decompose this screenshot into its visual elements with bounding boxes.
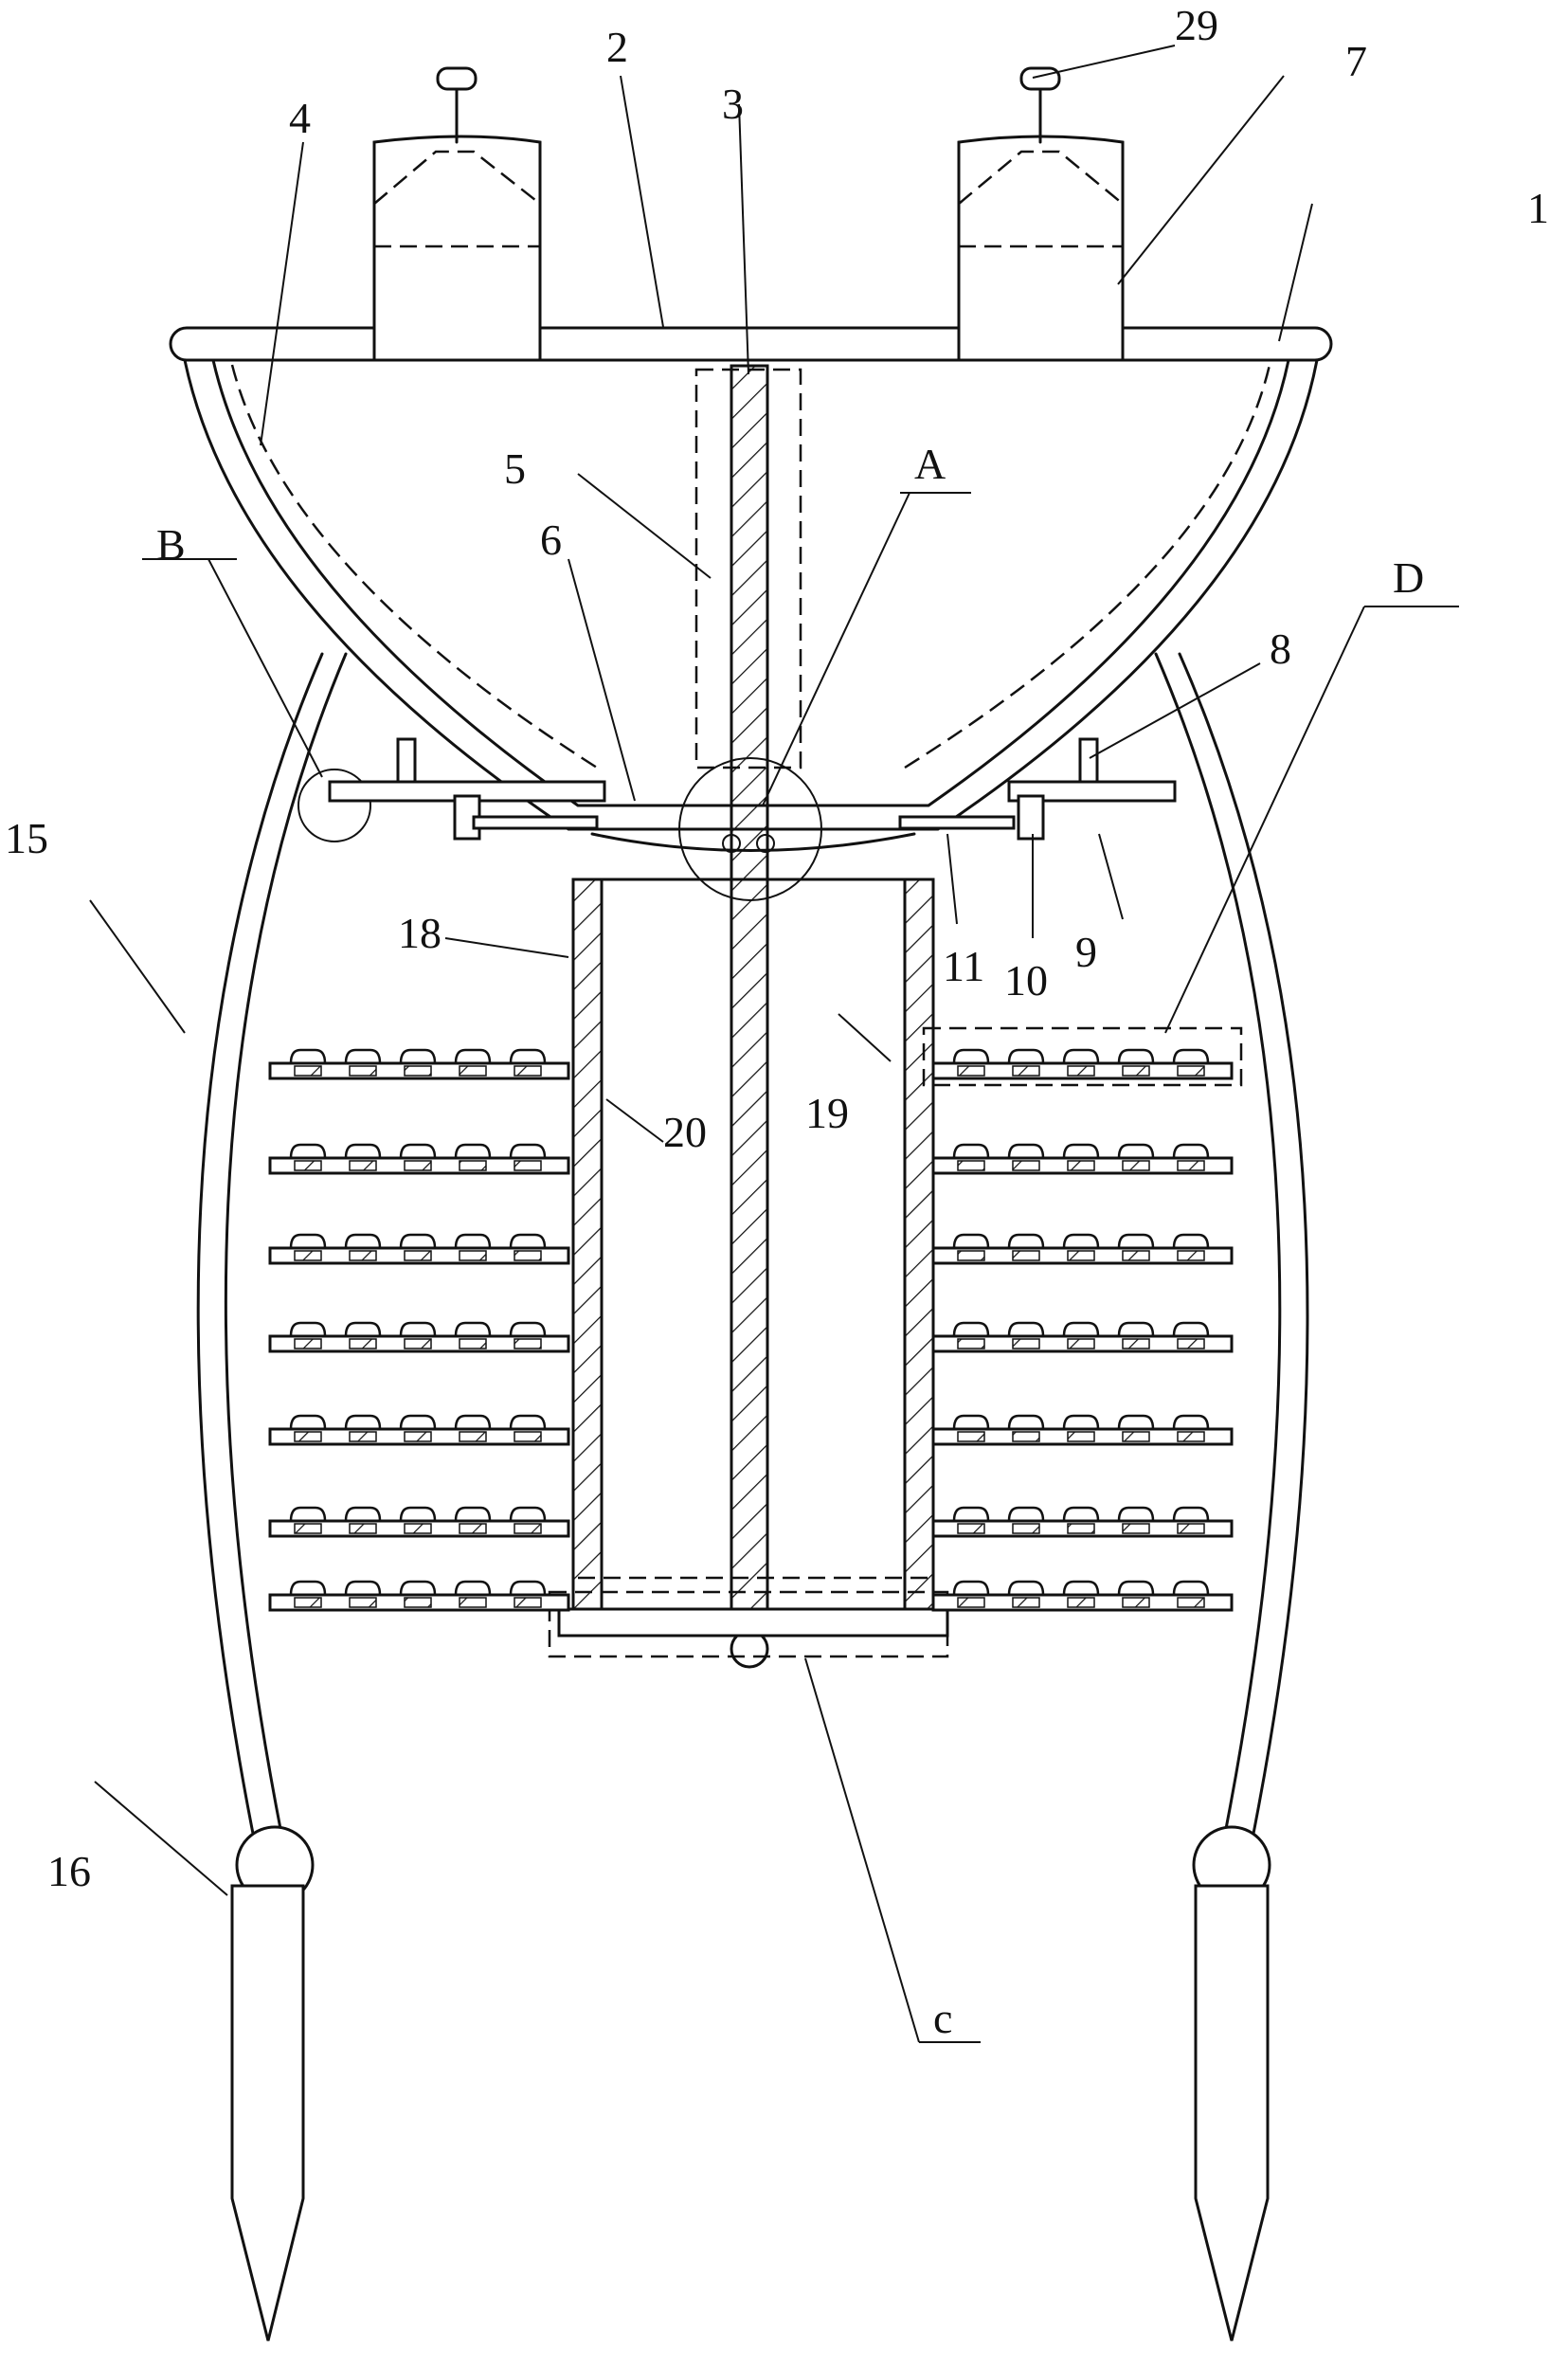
label-19: 19	[805, 1089, 849, 1137]
bowl-liner	[230, 364, 1271, 769]
left-canister	[372, 66, 542, 362]
right-canister	[957, 66, 1125, 362]
label-a: A	[914, 440, 946, 488]
label-3: 3	[722, 80, 744, 128]
label-10: 10	[1004, 956, 1048, 1005]
label-d: D	[1393, 553, 1424, 602]
label-7: 7	[1345, 37, 1367, 85]
label-8: 8	[1270, 624, 1291, 673]
label-c: c	[933, 1994, 952, 2042]
label-16: 16	[47, 1847, 91, 1895]
tray	[268, 1233, 570, 1265]
tray	[268, 1580, 570, 1612]
right-bracket	[898, 737, 1177, 841]
label-b: B	[156, 520, 186, 569]
tray	[268, 1506, 570, 1538]
tray	[931, 1414, 1234, 1446]
drum	[548, 878, 949, 1658]
tray	[268, 1321, 570, 1353]
label-4: 4	[289, 94, 311, 142]
tray	[931, 1048, 1234, 1080]
label-20: 20	[663, 1108, 707, 1156]
tray	[931, 1506, 1234, 1538]
central-shaft	[730, 364, 769, 1669]
label-15: 15	[5, 814, 48, 862]
detail-circle-b	[297, 769, 371, 842]
label-11: 11	[943, 942, 984, 990]
tray	[931, 1233, 1234, 1265]
label-5: 5	[504, 444, 526, 493]
label-18: 18	[398, 909, 442, 957]
detail-box-d	[922, 1026, 1243, 1087]
tray	[931, 1321, 1234, 1353]
leader-lines	[89, 45, 1459, 2043]
tray	[931, 1580, 1234, 1612]
part-labels: 1 2 3 4 5 6 7 8 9 10 11 15 16 18 19 20 2…	[5, 1, 1549, 2042]
tray	[268, 1143, 570, 1175]
label-29: 29	[1175, 1, 1218, 49]
top-plate	[169, 326, 1333, 362]
detail-circle-a	[678, 757, 822, 901]
left-leg	[196, 652, 348, 2342]
left-bracket	[328, 737, 606, 841]
tray	[931, 1143, 1234, 1175]
label-9: 9	[1075, 928, 1097, 976]
label-1: 1	[1527, 184, 1549, 232]
label-2: 2	[606, 23, 628, 71]
right-leg	[1154, 652, 1309, 2342]
side-trays	[268, 1026, 1243, 1612]
tray	[268, 1414, 570, 1446]
label-6: 6	[540, 516, 562, 564]
tray	[268, 1048, 570, 1080]
